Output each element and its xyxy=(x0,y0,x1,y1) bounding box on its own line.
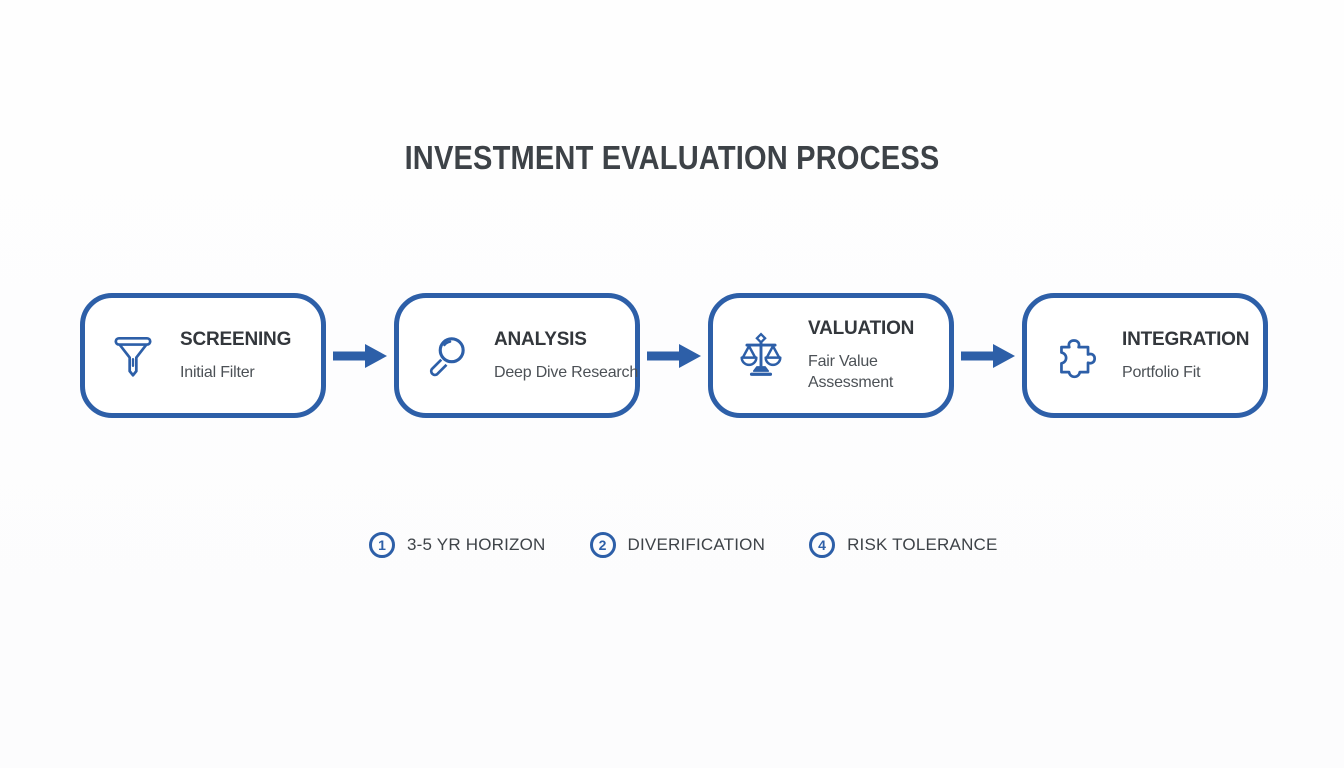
scales-icon xyxy=(736,331,786,381)
flow-arrow-icon xyxy=(326,341,394,371)
flow-arrow-icon xyxy=(954,341,1022,371)
stage-subtitle: Deep Dive Research xyxy=(494,363,639,381)
stage-title: ANALYSIS xyxy=(494,328,587,350)
flow-arrow-icon xyxy=(640,341,708,371)
stage-title: SCREENING xyxy=(180,328,292,350)
stage-integration: INTEGRATION Portfolio Fit xyxy=(1022,293,1268,418)
stage-subtitle: Fair Value Assessment xyxy=(808,353,894,391)
legend-label: DIVERIFICATION xyxy=(627,535,766,554)
stage-analysis: ANALYSIS Deep Dive Research xyxy=(394,293,640,418)
legend-item-horizon: 1 3-5 YR HORIZON xyxy=(369,532,546,558)
page-title: INVESTMENT EVALUATION PROCESS xyxy=(404,139,940,176)
magnifier-icon xyxy=(422,331,472,381)
legend-item-risk-tolerance: 4 RISK TOLERANCE xyxy=(809,532,998,558)
legend-item-diverification: 2 DIVERIFICATION xyxy=(589,532,766,558)
stage-title: INTEGRATION xyxy=(1122,328,1250,350)
number-4-badge: 4 xyxy=(809,532,836,558)
puzzle-icon xyxy=(1050,331,1100,381)
stage-subtitle: Portfolio Fit xyxy=(1122,363,1201,381)
stage-title: VALUATION xyxy=(808,318,915,339)
legend-label: RISK TOLERANCE xyxy=(847,535,998,554)
stage-valuation: VALUATION Fair Value Assessment xyxy=(708,293,954,418)
number-2-badge: 2 xyxy=(589,532,616,558)
stage-screening: SCREENING Initial Filter xyxy=(80,293,326,418)
funnel-icon xyxy=(108,331,158,381)
stage-subtitle: Initial Filter xyxy=(180,363,255,381)
legend-label: 3-5 YR HORIZON xyxy=(407,535,546,554)
legend-row: 1 3-5 YR HORIZON 2 DIVERIFICATION 4 RISK… xyxy=(369,532,998,558)
process-flow: SCREENING Initial Filter ANALYSIS Deep xyxy=(80,293,1268,418)
number-1-badge: 1 xyxy=(369,532,395,558)
